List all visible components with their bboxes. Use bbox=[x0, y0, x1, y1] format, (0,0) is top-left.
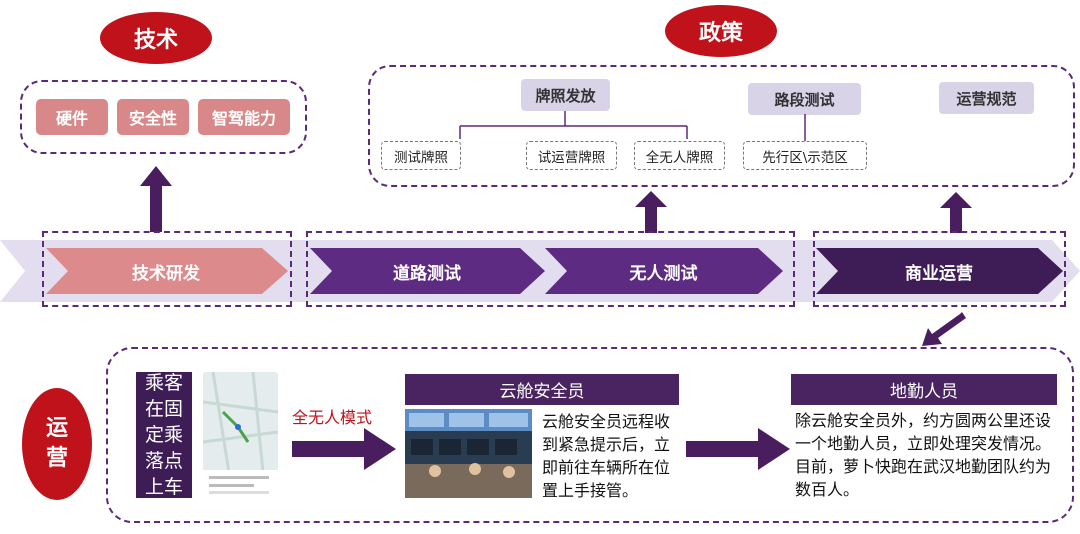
tech-item-driving: 智驾能力 bbox=[198, 99, 290, 135]
ops-box bbox=[106, 347, 1074, 523]
road-test-connector bbox=[804, 114, 806, 141]
frame-rd bbox=[42, 231, 292, 307]
cloud-officer-text: 云舱安全员远程收到紧急提示后，立即前往车辆所在位置上手接管。 bbox=[542, 412, 671, 500]
license-trial: 试运营牌照 bbox=[526, 141, 617, 170]
license-driverless: 全无人牌照 bbox=[634, 141, 725, 170]
mode-label: 全无人模式 bbox=[292, 408, 373, 427]
policy-box bbox=[368, 65, 1075, 187]
frame-testing bbox=[306, 231, 795, 307]
stage-driverless-test: 无人测试 bbox=[629, 263, 698, 284]
policy-label: 政策 bbox=[665, 5, 777, 57]
policy-license-issue: 牌照发放 bbox=[521, 79, 610, 111]
tech-label: 技术 bbox=[100, 12, 212, 64]
policy-ops-norm: 运营规范 bbox=[939, 82, 1034, 114]
frame-commercial bbox=[813, 231, 1066, 307]
phone-map-image bbox=[203, 372, 278, 498]
tech-box bbox=[20, 80, 307, 154]
policy-zone: 先行区\示范区 bbox=[743, 141, 867, 170]
arrow-up-ops-icon bbox=[940, 192, 972, 233]
passenger-panel: 乘客在固定乘落点上车 bbox=[136, 372, 192, 498]
arrow-up-test-icon bbox=[635, 191, 667, 233]
arrow-down-left-icon bbox=[922, 312, 966, 346]
control-room-image bbox=[405, 409, 532, 498]
license-test: 测试牌照 bbox=[381, 141, 461, 170]
ops-label: 运营 bbox=[22, 388, 92, 500]
tech-item-hardware: 硬件 bbox=[36, 99, 108, 135]
policy-road-test: 路段测试 bbox=[748, 83, 861, 115]
cloud-officer-title: 云舱安全员 bbox=[405, 374, 679, 405]
tech-item-safety: 安全性 bbox=[117, 99, 189, 135]
stage-commercial: 商业运营 bbox=[905, 263, 973, 284]
ground-staff-title: 地勤人员 bbox=[791, 374, 1057, 405]
license-bracket bbox=[459, 111, 688, 139]
stage-rd: 技术研发 bbox=[132, 263, 200, 284]
ground-staff-text: 除云舱安全员外，约方圆两公里还设一个地勤人员，立即处理突发情况。目前，萝卜快跑在… bbox=[795, 411, 1052, 499]
arrow-right-ground-icon bbox=[686, 428, 790, 470]
arrow-right-mode-icon bbox=[292, 428, 396, 470]
arrow-up-tech-icon bbox=[140, 166, 172, 232]
stage-road-test: 道路测试 bbox=[393, 263, 461, 284]
timeline-band bbox=[0, 240, 1080, 302]
